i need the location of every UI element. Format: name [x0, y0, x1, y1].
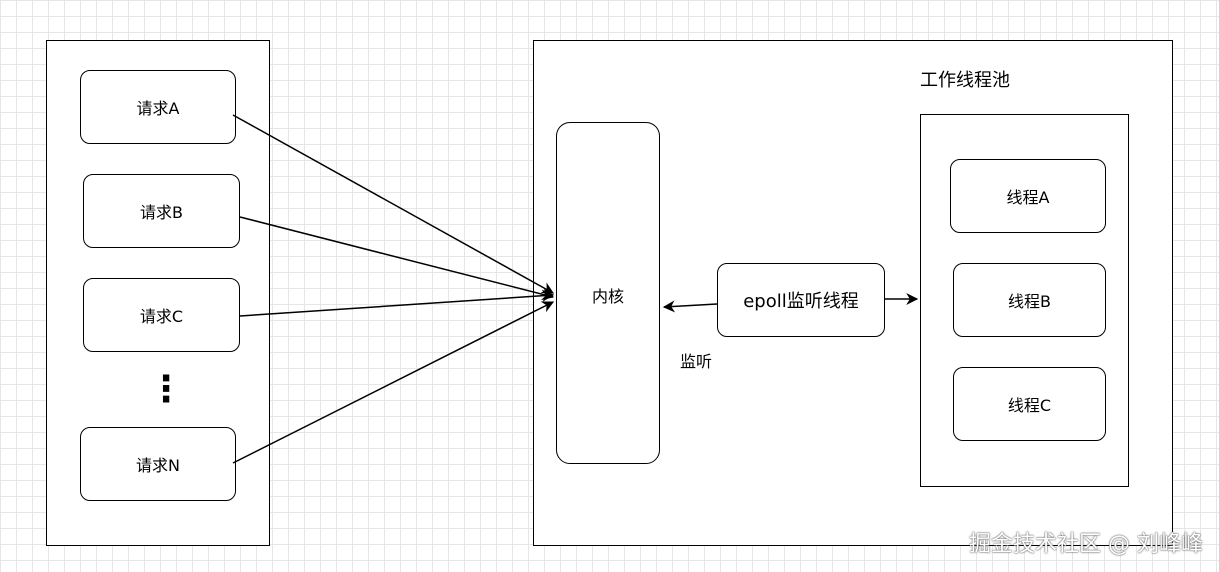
request-c-node: 请求C	[83, 278, 240, 352]
thread-b-node: 线程B	[953, 263, 1106, 337]
listen-label: 监听	[680, 352, 713, 371]
arrow-request-b-to-kernel	[239, 216, 555, 301]
pool-title: 工作线程池	[920, 70, 1010, 91]
request-a-node: 请求A	[80, 70, 236, 144]
arrow-request-c-to-kernel	[239, 289, 555, 317]
arrow-request-n-to-kernel	[232, 301, 555, 464]
request-n-node: 请求N	[80, 427, 236, 501]
arrow-epoll-to-kernel	[662, 300, 718, 313]
ellipsis-dots: ⋮	[148, 369, 184, 410]
thread-c-node: 线程C	[953, 367, 1106, 441]
epoll-thread-node: epoll监听线程	[717, 263, 885, 337]
kernel-node: 内核	[556, 122, 660, 464]
arrow-request-a-to-kernel	[232, 114, 555, 294]
thread-a-node: 线程A	[950, 159, 1106, 233]
watermark-text: 掘金技术社区 @ 刘峰峰	[969, 532, 1203, 557]
request-b-node: 请求B	[83, 174, 240, 248]
